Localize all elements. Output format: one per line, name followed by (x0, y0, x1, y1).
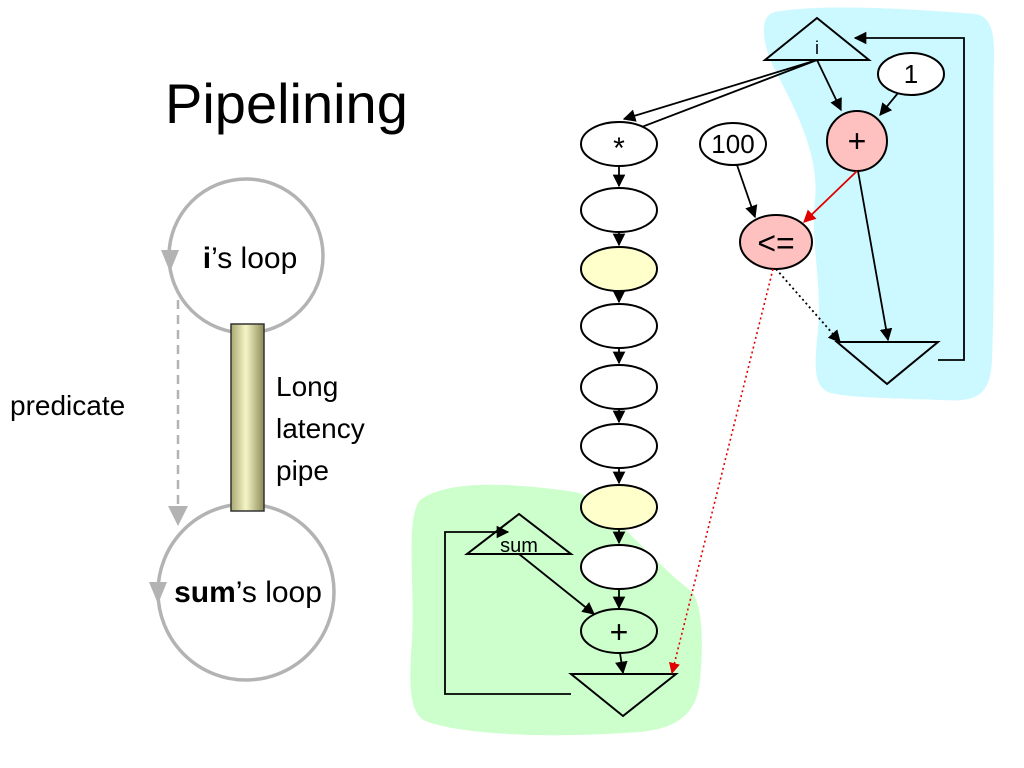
add-i-label: + (848, 123, 867, 159)
i-node-label: i (815, 38, 819, 58)
edge-mux-loopback-to-i (853, 31, 965, 361)
page-title: Pipelining (165, 72, 408, 135)
pipe-stage-3 (580, 303, 658, 349)
sum-node-label: sum (500, 535, 538, 557)
compare-label: <= (757, 225, 794, 261)
pipe-stage-5 (580, 423, 658, 469)
i-mux-triangle (834, 341, 941, 386)
edge-compare-to-mux-predicate (775, 268, 841, 343)
edge-add-sum-to-mux (615, 652, 628, 675)
edge-hundred-to-compare (736, 164, 758, 219)
pipe-label-line-2: latency (276, 413, 365, 444)
const-hundred-node (699, 122, 767, 166)
i-loop-region (763, 7, 995, 401)
long-latency-pipe (230, 323, 265, 512)
sum-loop-region (410, 484, 702, 736)
pipe-stage-2 (580, 246, 658, 292)
pipe-stage-6 (580, 484, 658, 530)
edge-sum-to-add (518, 553, 595, 615)
const-hundred-label: 100 (711, 129, 754, 159)
pipe-stage-7 (580, 544, 658, 590)
edge-i-to-multiply-2 (624, 59, 818, 135)
i-loop-label: i’s loop (203, 242, 298, 275)
edge-one-to-add (879, 92, 899, 116)
edge-sum-mux-loopback (444, 525, 571, 695)
pipe-stage-4 (580, 364, 658, 410)
add-sum-label: + (610, 614, 629, 650)
pipe-label-line-3: pipe (276, 455, 329, 486)
pipe-stage-1 (580, 187, 658, 233)
edge-add-to-compare (803, 170, 858, 223)
const-one-label: 1 (904, 59, 918, 89)
predicate-label: predicate (10, 390, 125, 421)
sum-loop-arrowhead (149, 582, 167, 604)
multiply-label: * (613, 132, 625, 165)
const-one-node (877, 52, 945, 96)
edge-i-to-multiply (622, 59, 818, 122)
edge-i-to-add (816, 59, 842, 112)
pipe-label-line-1: Long (276, 371, 338, 402)
sum-loop-label: sum’s loop (174, 576, 322, 609)
i-loop-arrowhead (161, 250, 179, 272)
edge-add-to-mux (857, 170, 893, 342)
add-sum-node (580, 608, 658, 654)
